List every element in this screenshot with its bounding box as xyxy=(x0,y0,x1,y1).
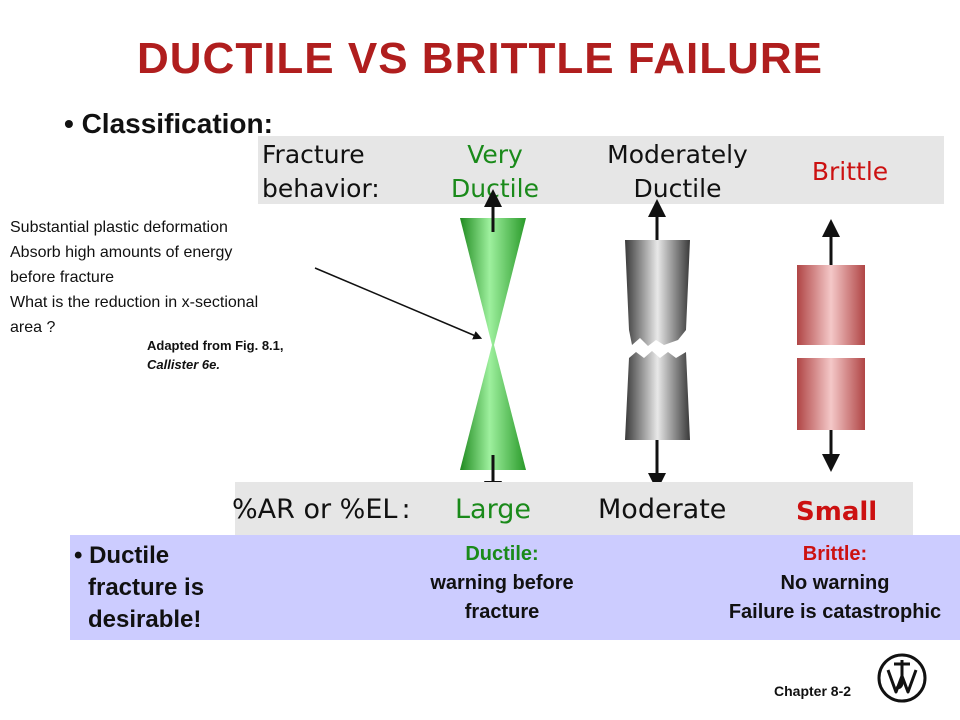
metric-small: Small xyxy=(796,497,878,527)
very-ductile-specimen-bottom xyxy=(460,345,526,470)
col2-line2: Ductile xyxy=(633,174,722,203)
note-line: Absorb high amounts of energy xyxy=(10,244,233,261)
ductile-desirable-bullet: • Ductile fracture is desirable! xyxy=(74,540,204,636)
callout-line xyxy=(314,267,483,340)
ar-el-band xyxy=(235,482,913,537)
figure-credit: Adapted from Fig. 8.1, Callister 6e. xyxy=(147,336,284,374)
summary-band xyxy=(70,535,960,640)
note-line: What is the reduction in x-sectional xyxy=(10,294,259,311)
ductile-note-title: Ductile: xyxy=(465,543,539,565)
ductile-note-line-1: warning before xyxy=(430,572,574,594)
bullet-line-1: • Ductile xyxy=(74,542,170,569)
metric-label: %AR or %EL: xyxy=(232,492,411,528)
moderately-ductile-specimen-top xyxy=(625,240,690,346)
brittle-warning-note-clip: Brittle: No warning Failure is catastrop… xyxy=(660,540,960,640)
moderately-ductile-specimen-bottom xyxy=(625,351,690,440)
col-brittle: Brittle xyxy=(811,157,889,186)
note-line: before fracture xyxy=(10,269,115,286)
chapter-label: Chapter 8-2 xyxy=(774,683,852,699)
row-label-line-1: Fracture xyxy=(262,140,365,169)
brittle-note-line-2: Failure is catastrophic xyxy=(728,601,942,623)
col2-line1: Moderately xyxy=(607,140,748,169)
slide-title: DUCTILE VS BRITTLE FAILURE xyxy=(137,34,823,83)
brittle-specimen-bottom xyxy=(797,358,865,430)
brittle-note-line-1: No warning xyxy=(780,572,890,594)
ductile-description: Substantial plastic deformation Absorb h… xyxy=(10,215,360,340)
classification-heading: • Classification: xyxy=(64,108,273,139)
note-line: area ? xyxy=(10,319,56,336)
credit-line-2: Callister 6e. xyxy=(147,357,220,372)
metric-colon: : xyxy=(401,494,411,525)
publisher-logo-icon xyxy=(877,653,927,703)
ductile-warning-note: Ductile: warning before fracture xyxy=(392,540,612,627)
brittle-warning-note: Brittle: No warning Failure is catastrop… xyxy=(680,540,960,627)
fracture-behavior-band xyxy=(258,136,944,204)
ductile-note-line-2: fracture xyxy=(464,601,540,623)
metric-moderate: Moderate xyxy=(598,494,727,525)
metric-label-text: %AR or %EL xyxy=(232,494,398,525)
note-line: Substantial plastic deformation xyxy=(10,219,228,236)
col-moderately-ductile: Moderately Ductile xyxy=(590,138,765,206)
bullet-line-3: desirable! xyxy=(88,606,202,633)
col-very-ductile: Very Ductile xyxy=(430,138,560,206)
bullet-line-2: fracture is xyxy=(88,574,205,601)
credit-line-1: Adapted from Fig. 8.1, xyxy=(147,338,284,353)
brittle-specimen-top xyxy=(797,265,865,345)
row-label-fracture-behavior: Fracture behavior: xyxy=(262,138,412,206)
metric-large: Large xyxy=(455,494,531,525)
col1-line1: Very xyxy=(467,140,523,169)
row-label-line-2: behavior: xyxy=(262,174,380,203)
very-ductile-specimen-top xyxy=(460,218,526,345)
brittle-note-title: Brittle: xyxy=(802,543,868,565)
